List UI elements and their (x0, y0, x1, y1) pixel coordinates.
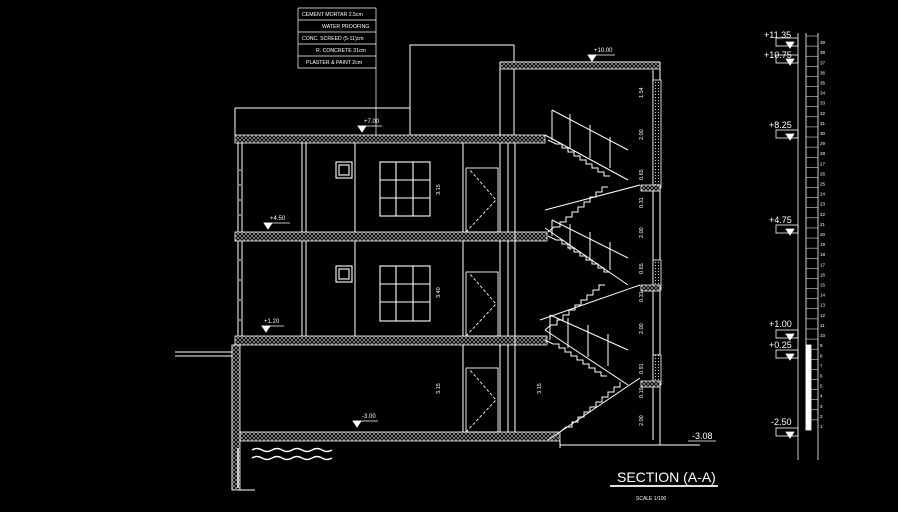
dim-5: 2.00 (639, 227, 645, 238)
step-number: 16 (820, 272, 826, 277)
step-ticks (806, 35, 818, 421)
drawing-scale: SCALE 1/100 (636, 496, 667, 502)
dim-3: 0.65 (639, 169, 645, 180)
step-number: 19 (820, 242, 826, 247)
level-site: -3.08 (692, 431, 713, 441)
step-number: 9 (820, 343, 823, 348)
step-number: 22 (820, 212, 826, 217)
step-number: 37 (820, 60, 826, 65)
dim-8: 2.00 (639, 323, 645, 334)
legend-note-1: CEMENT MORTAR 2.5cm (302, 12, 363, 18)
dimension-labels: 1.54 2.00 0.65 0.31 2.00 0.65 0.31 2.00 … (436, 87, 645, 426)
step-number: 31 (820, 121, 826, 126)
window-lower (335, 265, 431, 322)
drawing-title: SECTION (A-A) (617, 469, 716, 485)
dim-9: 0.91 (639, 363, 645, 374)
step-number: 14 (820, 293, 826, 298)
window-upper (335, 161, 431, 217)
scale-level-2: +10.75 (764, 50, 792, 60)
scale-level-5: +1.00 (769, 319, 792, 329)
step-number: 23 (820, 202, 826, 207)
step-number: 29 (820, 141, 826, 146)
step-number: 20 (820, 232, 826, 237)
step-number: 11 (820, 323, 825, 328)
scale-level-7: -2.50 (771, 417, 792, 427)
step-number: 34 (820, 91, 826, 96)
doors (465, 167, 499, 433)
step-number: 8 (820, 353, 823, 358)
step-number: 12 (820, 313, 826, 318)
dim-h-basement: 3.15 (436, 383, 442, 394)
building-section (175, 44, 700, 491)
left-wall-texture (239, 169, 241, 321)
step-number: 7 (820, 363, 823, 368)
section-level-markers (261, 54, 716, 442)
legend-note-2: WATER PROOFING (322, 24, 369, 30)
elevation-scale (775, 33, 819, 460)
legend-notes (297, 7, 377, 135)
step-number: 5 (820, 384, 823, 389)
scale-level-1: +11.35 (764, 30, 791, 40)
level-basement: -3.00 (362, 414, 376, 420)
step-number: 4 (820, 394, 823, 399)
step-number: 13 (820, 303, 826, 308)
level-roof: +7.00 (364, 119, 380, 125)
step-number: 35 (820, 80, 826, 85)
step-number: 26 (820, 171, 826, 176)
step-number: 32 (820, 111, 826, 116)
scale-level-3: +8.25 (769, 120, 792, 130)
step-number: 6 (820, 373, 823, 378)
step-numbers: 3938373635343332313029282726252423222120… (820, 40, 826, 429)
step-number: 15 (820, 283, 826, 288)
step-number: 3 (820, 404, 823, 409)
step-number: 17 (820, 262, 826, 267)
dim-4: 0.31 (639, 197, 645, 208)
dim-1: 1.54 (639, 87, 645, 98)
dim-h-stair: 3.15 (537, 383, 543, 394)
level-first: +4.50 (270, 216, 286, 222)
level-ground: +1.20 (264, 319, 280, 325)
dim-7: 0.31 (639, 291, 645, 302)
step-number: 33 (820, 101, 826, 106)
step-number: 27 (820, 161, 826, 166)
step-number: 30 (820, 131, 826, 136)
step-number: 39 (820, 40, 826, 45)
step-number: 1 (820, 424, 823, 429)
level-roof-top: +10.00 (594, 48, 613, 54)
staircase (514, 109, 641, 441)
legend-note-5: PLASTER & PAINT 2cm (306, 60, 362, 66)
footing-pattern (237, 447, 333, 488)
legend-note-4: R. CONCRETE 31cm (316, 48, 366, 54)
step-number: 28 (820, 151, 826, 156)
step-number: 25 (820, 182, 826, 187)
floor-slabs (231, 61, 662, 491)
step-number: 18 (820, 252, 826, 257)
step-number: 24 (820, 192, 826, 197)
step-number: 38 (820, 50, 826, 55)
dim-h-first: 3.15 (436, 184, 442, 195)
dim-h-ground: 3.40 (436, 287, 442, 298)
dim-2: 2.00 (639, 129, 645, 140)
scale-level-6: +0.25 (769, 340, 792, 350)
step-number: 10 (820, 333, 826, 338)
step-number: 36 (820, 70, 826, 75)
dim-10: 0.15 (639, 387, 645, 398)
legend-note-3: CONC. SCREED (5-11)cm (302, 36, 364, 42)
dim-6: 0.65 (639, 263, 645, 274)
scale-level-4: +4.75 (769, 215, 792, 225)
step-number: 2 (820, 414, 823, 419)
step-number: 21 (820, 222, 826, 227)
dim-11: 2.00 (639, 415, 645, 426)
